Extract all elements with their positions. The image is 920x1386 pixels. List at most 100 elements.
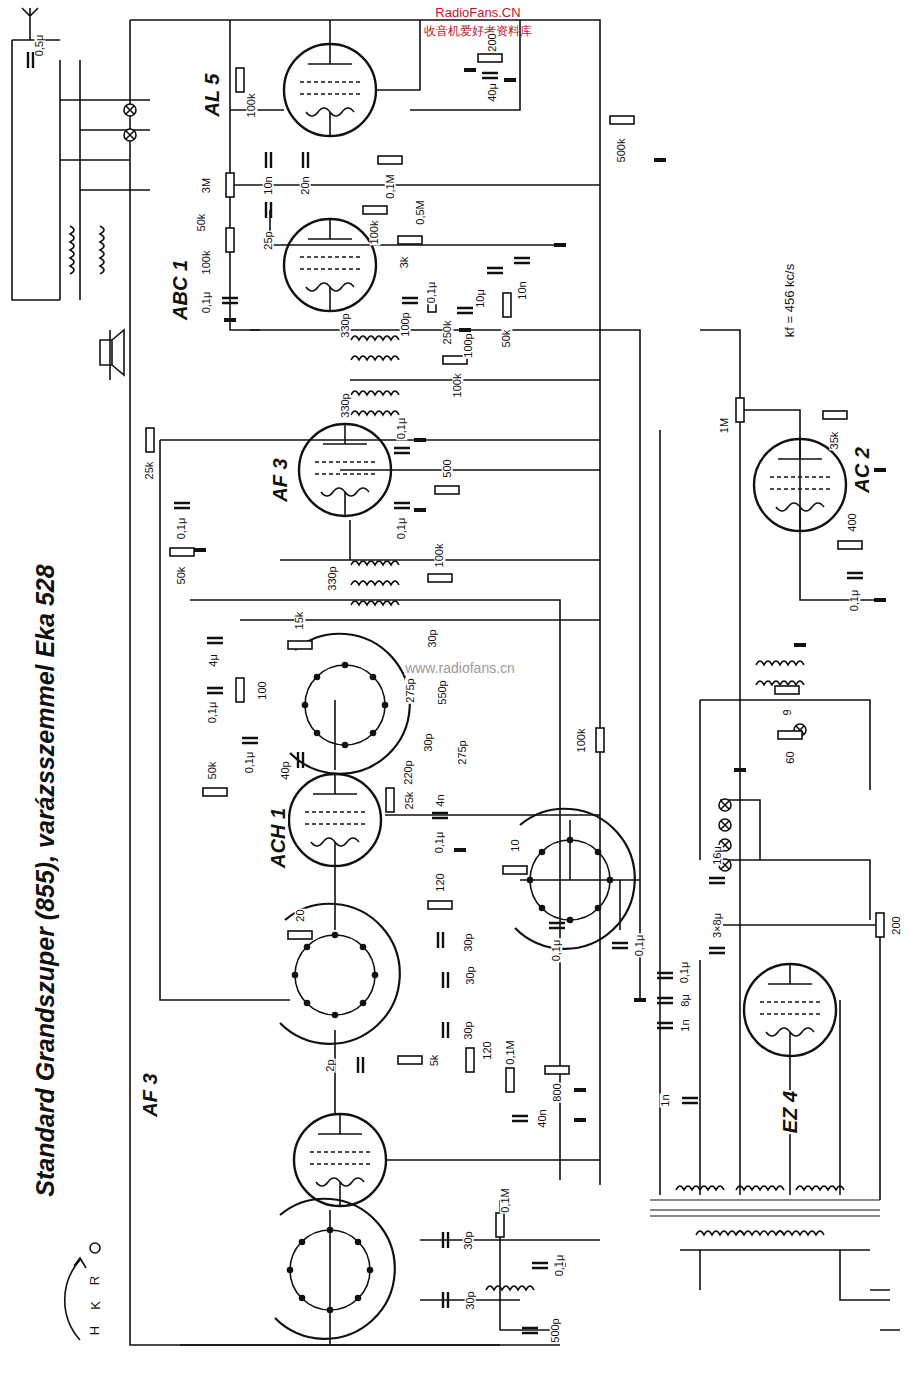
part-value: 0,1μ [554,1253,565,1277]
tube-name: ABC 1 [170,259,190,321]
part-value: 50k [177,565,188,585]
part-value: 400 [846,512,857,532]
part-value: 10μ [474,288,485,309]
part-value: 5k [430,1053,441,1067]
part-value: 3k [400,255,411,269]
part-value: K [88,1300,101,1311]
part-value: 120 [481,1040,492,1060]
part-value: 15k [295,610,306,630]
part-value: 330p [326,565,337,591]
part-value: 500k [616,137,627,163]
part-value: 10n [516,280,527,300]
part-value: 40μ [486,82,497,103]
part-value: 330p [339,312,350,338]
wiring [12,8,900,1345]
part-value: 0,1M [385,173,396,199]
part-value: 0,5M [415,199,426,225]
grounds [194,70,886,1265]
part-value: 0,1μ [551,938,562,962]
part-value: 2p [325,1058,336,1072]
part-value: 0,1μ [396,416,407,440]
part-value: 0,1μ [426,280,437,304]
part-value: 20n [299,175,310,195]
watermark: www.radiofans.cn [404,661,516,675]
part-value: 30p [462,932,473,952]
part-value: 10 [510,838,521,852]
tube-name: AF 3 [270,457,290,502]
part-value: 0,1μ [201,290,212,314]
part-value: 220p [402,759,413,785]
part-value: 30p [422,732,433,752]
part-value: 25k [145,460,156,480]
part-value: 25k [405,790,416,810]
part-value: 0,1μ [434,830,445,854]
part-value: 50k [197,212,208,232]
part-value: 1n [680,1018,691,1032]
part-value: 4n [435,793,446,807]
part-value: 9 [782,708,793,716]
part-value: 330p [339,392,350,418]
part-value: 200 [486,32,497,52]
band-switches [275,634,635,1339]
part-value: 3×8μ [712,912,723,939]
part-value: 0,1M [505,1039,516,1065]
part-value: 100k [246,92,257,118]
part-value: R [88,1274,101,1285]
tube-name: AC 2 [852,446,872,494]
part-value: 120 [434,872,445,892]
watermark: 收音机爱好者资料库 [423,25,533,37]
schematic-title: Standard Grandszuper (855), varázsszemme… [33,563,58,1197]
part-value: 30p [426,628,437,648]
part-value: 100k [201,249,212,275]
part-value: 100k [434,542,445,568]
part-value: 50k [502,328,513,348]
part-value: 1n [660,1093,671,1107]
part-value: 100k [576,727,587,753]
part-value: 50k [208,760,219,780]
tube-name: AL 5 [202,73,222,118]
watermark: RadioFans.CN [434,6,521,19]
tube-name: ACH 1 [268,807,288,869]
part-value: 25p [262,230,273,250]
part-value: H [88,1324,101,1335]
part-value: 30p [464,1290,475,1310]
part-value: 0,1μ [849,588,860,612]
lamps [124,104,806,871]
part-value: 1M [720,416,731,433]
part-value: 100p [462,332,473,358]
part-value: 200 [890,915,901,935]
part-value: 0,5μ [34,33,45,57]
part-value: 30p [462,1230,473,1250]
part-value: 500p [549,1317,560,1343]
part-value: 275p [456,739,467,765]
part-value: 100k [452,372,463,398]
part-value: 20 [295,908,306,922]
coils [70,226,844,1290]
part-value: 100p [399,311,410,337]
part-value: 0,1μ [176,516,187,540]
part-value: 0,1M [500,1187,511,1213]
part-value: 8μ [680,993,691,1007]
part-value: 0,1μ [634,933,645,957]
part-value: 4μ [208,653,219,667]
tube-name: EZ 4 [780,1090,800,1134]
part-value: 60 [785,750,796,764]
passive-parts [28,52,884,1333]
part-value: 35k [830,430,841,450]
part-value: 275p [404,677,415,703]
part-value: kf = 456 kc/s [784,262,797,337]
part-value: 16μ [711,845,722,866]
part-value: 800 [551,1082,562,1102]
part-value: 40p [279,760,290,780]
part-value: 0,1μ [244,750,255,774]
part-value: 100k [369,219,380,245]
part-value: 0,1μ [396,516,407,540]
part-value: 0,1μ [679,960,690,984]
part-value: 500 [441,458,452,478]
part-value: 0,1μ [207,700,218,724]
part-value: 3M [202,176,213,193]
part-value: 100 [256,680,267,700]
part-value: 10n [262,175,273,195]
